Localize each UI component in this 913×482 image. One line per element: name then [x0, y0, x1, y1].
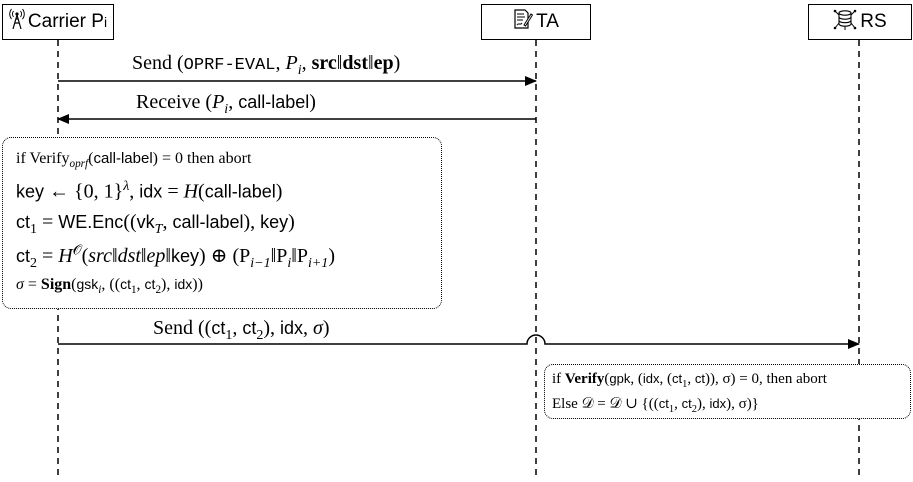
cb2-h: H — [183, 180, 199, 203]
msg3-ct1: ct — [211, 318, 226, 338]
cb4-ct: ct — [16, 246, 31, 266]
cb1-arg: call-label — [93, 150, 153, 167]
cb5-gsk-sub: i — [98, 284, 102, 297]
msg2-p-sub: i — [224, 102, 229, 117]
rs-line-else: Else 𝒟 = 𝒟 ∪ {((ct1, ct2), idx), σ)} — [552, 396, 759, 415]
cb3-vk-sub: T — [154, 222, 163, 237]
cb5-sigma: σ — [16, 276, 24, 293]
cb4-key: key — [171, 246, 200, 266]
cb2-eq: = — [162, 180, 184, 203]
msg1-src: src — [311, 52, 337, 74]
cb1-sub: oprf — [69, 158, 89, 171]
cb3-sub: 1 — [30, 222, 38, 237]
rb2-ct2: ct — [681, 396, 692, 411]
cb4-s1: i−1 — [250, 256, 271, 271]
cb4-s2: i — [287, 256, 292, 271]
antenna-tower-icon — [9, 8, 25, 36]
cb3-func: WE.Enc — [58, 212, 124, 232]
cb4-eq: = — [37, 245, 59, 267]
rb1-verify: Verify — [564, 371, 605, 387]
rb2-post: ), σ)} — [726, 396, 759, 412]
carrier-line-ct1: ct1 = WE.Enc((vkT, call-label), key) — [16, 211, 295, 237]
cb4-mid: ‖P — [270, 245, 288, 267]
msg1-func: OPRF-EVAL — [183, 56, 276, 75]
cb3-arg: call-label — [172, 212, 244, 232]
actor-ta-label: TA — [536, 11, 559, 32]
cb2-sup: λ — [123, 179, 130, 194]
msg1-dst: dst — [342, 52, 368, 74]
cb3-ct: ct — [16, 212, 31, 232]
rb2-ct1: ct — [658, 396, 669, 411]
cb4-end: ) — [328, 245, 335, 267]
carrier-computation-box: if Verifyoprf(call-label) = 0 then abort… — [2, 137, 442, 309]
carrier-line-ct2: ct2 = H𝒪(src‖dst‖ep‖key) ⊕ (Pi−1‖Pi‖Pi+1… — [16, 243, 335, 271]
cb2-arrow: ← {0, 1} — [49, 180, 124, 203]
message-send-ciphertext: Send ((ct1, ct2), idx, σ) — [153, 317, 330, 343]
cb1-pre: if Verify — [16, 150, 70, 167]
actor-carrier-label: Carrier P — [27, 11, 104, 32]
cb5-ct2: ct — [144, 276, 156, 292]
cb5-gsk: gsk — [76, 276, 99, 292]
cb4-mid2: ‖P — [291, 245, 308, 267]
rb1-ct: ct — [694, 371, 705, 386]
cb4-s3: i+1 — [307, 256, 329, 271]
rs-line-verify: if Verify(gpk, (idx, (ct1, ct)), σ) = 0,… — [552, 371, 827, 390]
cb2-idx: idx — [139, 181, 163, 202]
carrier-line-sign: σ = Sign(gski, ((ct1, ct2), idx)) — [16, 276, 203, 297]
cb3-vk: vk — [136, 212, 155, 232]
cb2-key: key — [16, 181, 45, 202]
actor-rs-label: RS — [860, 11, 887, 32]
msg3-verb: Send — [153, 317, 193, 339]
cb5-eq: = — [23, 276, 41, 293]
cb5-idx: idx — [174, 276, 193, 292]
msg3-ct2: ct — [242, 318, 257, 338]
rb1-ct1: ct — [671, 371, 683, 386]
rb2-pre: Else 𝒟 = 𝒟 ∪ {(( — [552, 396, 659, 412]
msg2-verb: Receive — [136, 91, 201, 113]
msg1-p-sub: i — [297, 63, 302, 78]
actor-carrier-sub: i — [103, 14, 108, 30]
cb5-ct1: ct — [120, 276, 131, 292]
cb5-sign: Sign — [40, 276, 72, 293]
actor-rs: RS — [808, 4, 912, 40]
message-receive: Receive (Pi, call-label) — [136, 91, 316, 117]
msg1-p: P — [285, 52, 298, 74]
rb1-pre: if — [552, 371, 565, 387]
rb1-idx: idx — [642, 371, 660, 386]
msg2-p: P — [212, 91, 225, 113]
msg3-idx: idx — [280, 318, 304, 338]
cb4-sub: 2 — [30, 256, 38, 271]
carrier-line-key: key ← {0, 1}λ, idx = H(call-label) — [16, 179, 283, 203]
carrier-line-verify: if Verifyoprf(call-label) = 0 then abort — [16, 150, 252, 171]
msg3-sigma: σ — [313, 317, 323, 339]
msg2-call-label: call-label — [238, 92, 310, 112]
arrow-send-ciphertext — [58, 334, 860, 349]
cb3-key: key — [260, 212, 289, 232]
cb4-h: H — [58, 245, 73, 267]
rb1-gpk: gpk — [609, 371, 631, 386]
cb1-post: ) = 0 then abort — [152, 150, 252, 167]
msg1-ep: ep — [373, 52, 394, 74]
cb2-arg: call-label — [204, 181, 276, 202]
database-network-icon — [833, 7, 857, 37]
rs-verification-box: if Verify(gpk, (idx, (ct1, ct)), σ) = 0,… — [544, 364, 911, 419]
cb4-expr: src‖dst‖ep‖ — [88, 245, 172, 267]
message-send-oprf: Send (OPRF-EVAL, Pi, src‖dst‖ep) — [132, 52, 401, 78]
actor-ta: TA — [481, 4, 591, 40]
cb4-tail: ) ⊕ (P — [199, 245, 251, 267]
rb1-post: ), σ) = 0, then abort — [709, 371, 827, 387]
cb4-sup: 𝒪 — [72, 243, 82, 259]
cb3-eq: = — [37, 211, 59, 233]
msg1-verb: Send — [132, 52, 172, 74]
signed-document-icon — [513, 8, 534, 36]
rb2-idx: idx — [709, 396, 727, 411]
